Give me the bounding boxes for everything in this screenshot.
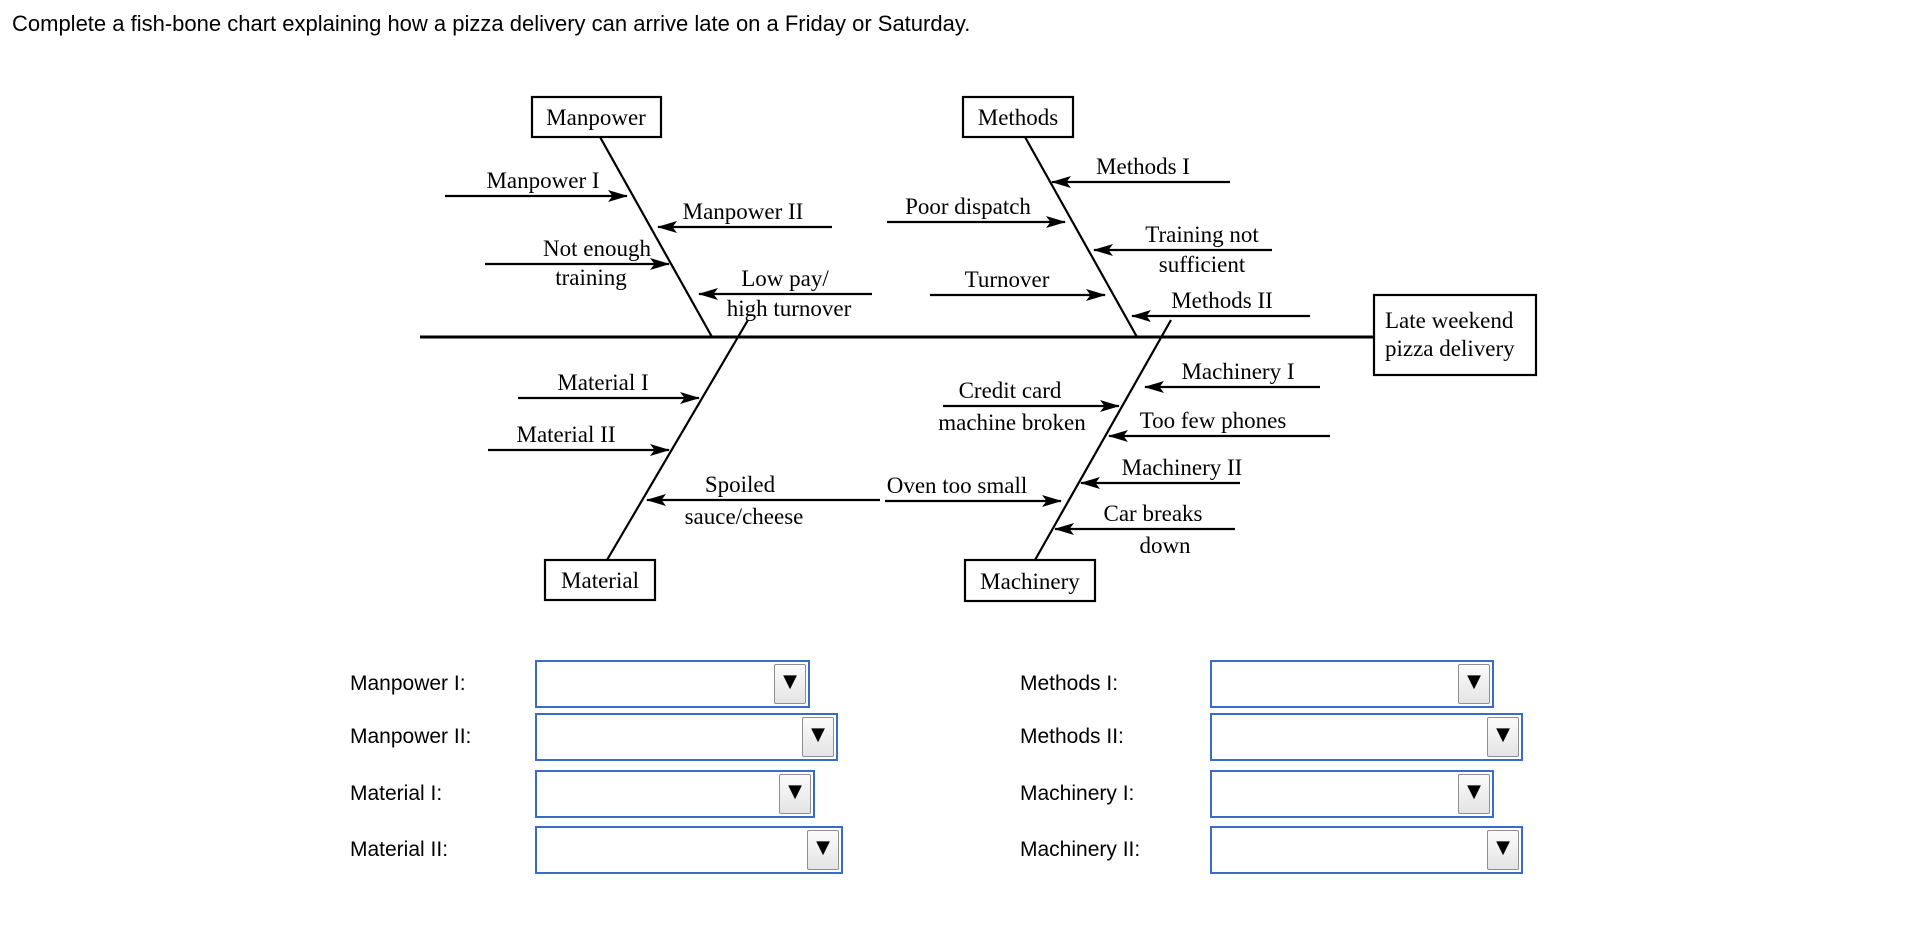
rib-label-poor-dispatch: Poor dispatch [905, 194, 1031, 219]
rib-label-too-few-phones: Too few phones [1140, 408, 1287, 433]
machinery-2-dropdown-button[interactable]: ▼ [1487, 830, 1519, 870]
material-2-select[interactable]: ▼ [535, 826, 843, 874]
material-2-dropdown-button[interactable]: ▼ [807, 830, 839, 870]
rib-label-methods-2: Methods II [1171, 288, 1273, 313]
rib-label-spoiled-sauce-1: Spoiled [705, 472, 776, 497]
category-label-methods: Methods [978, 105, 1059, 130]
rib-label-spoiled-sauce-2: sauce/cheese [685, 504, 804, 529]
manpower-1-dropdown-button[interactable]: ▼ [774, 664, 806, 704]
field-label-machinery-1: Machinery I: [1020, 782, 1135, 805]
category-box-methods [961, 95, 1075, 139]
category-box-material [543, 558, 657, 602]
material-bone [606, 319, 749, 561]
dropdown-arrow-icon: ▼ [788, 781, 802, 802]
rib-label-low-pay-1: Low pay/ [741, 266, 829, 291]
field-label-material-2: Material II: [350, 838, 449, 861]
effect-box [1372, 293, 1538, 377]
rib-label-car-breaks-down-2: down [1139, 533, 1191, 558]
dropdown-arrow-icon: ▼ [816, 837, 830, 858]
field-label-methods-1: Methods I: [1020, 672, 1119, 695]
fishbone-diagram: Manpower Methods Material Machinery Late… [420, 95, 1538, 603]
material-1-select-value [545, 772, 775, 816]
machinery-1-dropdown-button[interactable]: ▼ [1458, 774, 1490, 814]
dropdown-arrow-icon: ▼ [1496, 837, 1510, 858]
effect-label-line2: pizza delivery [1385, 336, 1515, 361]
rib-label-not-enough-training-2: training [555, 265, 627, 290]
dropdown-arrow-icon: ▼ [783, 671, 797, 692]
rib-label-low-pay-2: high turnover [727, 296, 852, 321]
methods-2-dropdown-button[interactable]: ▼ [1487, 717, 1519, 757]
machinery-1-select-value [1220, 772, 1454, 816]
field-label-manpower-1: Manpower I: [350, 672, 466, 695]
rib-label-machinery-1: Machinery I [1181, 359, 1294, 384]
category-box-machinery [963, 558, 1097, 603]
methods-2-select-value [1220, 715, 1483, 759]
methods-1-select[interactable]: ▼ [1210, 660, 1494, 708]
manpower-2-dropdown-button[interactable]: ▼ [802, 717, 834, 757]
rib-label-training-not-sufficient-2: sufficient [1159, 252, 1246, 277]
rib-label-oven-too-small: Oven too small [887, 473, 1028, 498]
methods-1-select-value [1220, 662, 1454, 706]
manpower-2-select-value [545, 715, 798, 759]
field-label-manpower-2: Manpower II: [350, 725, 472, 748]
material-2-select-value [545, 828, 803, 872]
rib-label-material-2: Material II [517, 422, 616, 447]
field-label-methods-2: Methods II: [1020, 725, 1124, 748]
rib-label-credit-card-2: machine broken [938, 410, 1086, 435]
material-1-dropdown-button[interactable]: ▼ [779, 774, 811, 814]
rib-label-training-not-sufficient-1: Training not [1145, 222, 1259, 247]
dropdown-arrow-icon: ▼ [1467, 781, 1481, 802]
methods-2-select[interactable]: ▼ [1210, 713, 1523, 761]
category-label-manpower: Manpower [546, 105, 646, 130]
machinery-1-select[interactable]: ▼ [1210, 770, 1494, 818]
manpower-1-select[interactable]: ▼ [535, 660, 810, 708]
effect-label-line1: Late weekend [1385, 308, 1514, 333]
rib-label-material-1: Material I [557, 370, 648, 395]
machinery-2-select-value [1220, 828, 1483, 872]
dropdown-arrow-icon: ▼ [1496, 724, 1510, 745]
category-label-machinery: Machinery [980, 569, 1080, 594]
manpower-2-select[interactable]: ▼ [535, 713, 838, 761]
machinery-2-select[interactable]: ▼ [1210, 826, 1523, 874]
manpower-bone [599, 136, 713, 338]
rib-label-not-enough-training-1: Not enough [543, 236, 651, 261]
category-box-manpower [530, 95, 663, 139]
task-title: Complete a fish-bone chart explaining ho… [12, 11, 971, 36]
field-label-machinery-2: Machinery II: [1020, 838, 1141, 861]
rib-label-manpower-2: Manpower II [683, 199, 804, 224]
rib-label-turnover: Turnover [965, 267, 1050, 292]
manpower-1-select-value [545, 662, 770, 706]
methods-bone [1024, 136, 1138, 338]
dropdown-arrow-icon: ▼ [1467, 671, 1481, 692]
field-label-material-1: Material I: [350, 782, 443, 805]
rib-label-credit-card-1: Credit card [959, 378, 1062, 403]
material-1-select[interactable]: ▼ [535, 770, 815, 818]
methods-1-dropdown-button[interactable]: ▼ [1458, 664, 1490, 704]
dropdown-arrow-icon: ▼ [811, 724, 825, 745]
category-label-material: Material [561, 568, 639, 593]
rib-label-manpower-1: Manpower I [486, 168, 599, 193]
rib-label-machinery-2: Machinery II [1122, 455, 1243, 480]
rib-label-methods-1: Methods I [1096, 154, 1190, 179]
rib-label-car-breaks-down-1: Car breaks [1104, 501, 1203, 526]
machinery-bone [1034, 319, 1172, 561]
